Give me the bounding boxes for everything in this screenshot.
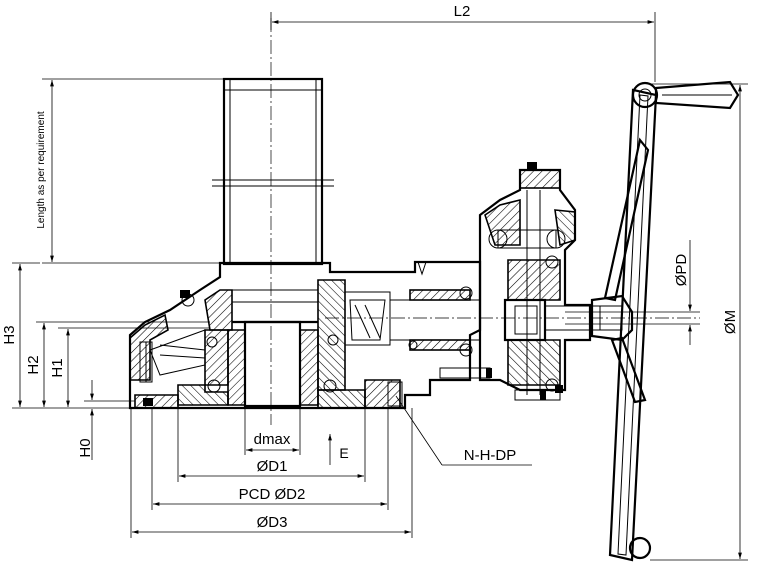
label-m: ØM xyxy=(722,310,739,334)
leader-flange: N-H-DP xyxy=(395,395,532,466)
label-d2: PCD ØD2 xyxy=(239,486,306,503)
label-d3: ØD3 xyxy=(257,514,288,531)
label-e: E xyxy=(339,445,348,461)
dimension-l2: L2 xyxy=(270,3,656,82)
label-h2: H2 xyxy=(25,355,42,374)
label-length-note: Length as per requirement xyxy=(36,111,47,229)
dimension-m: ØM xyxy=(650,83,748,561)
label-d1: ØD1 xyxy=(257,458,288,475)
dimension-heights: H3 H2 H1 H0 xyxy=(1,262,210,460)
label-h0: H0 xyxy=(77,438,94,457)
dimension-length: Length as per requirement xyxy=(36,78,225,264)
dimension-pd: ØPD xyxy=(673,240,692,345)
dimension-d3: ØD3 xyxy=(130,408,413,538)
dimension-d1: ØD1 xyxy=(177,408,366,482)
label-h3: H3 xyxy=(1,325,18,344)
dimension-dmax: dmax xyxy=(244,406,301,455)
label-pd: ØPD xyxy=(673,254,690,287)
label-l2: L2 xyxy=(454,3,471,20)
stem-tube xyxy=(212,77,334,266)
dimension-d2: PCD ØD2 xyxy=(151,408,389,510)
gear-housing xyxy=(128,260,492,410)
dimension-e: E xyxy=(328,434,349,465)
label-flange: N-H-DP xyxy=(464,447,517,464)
reduction-gear xyxy=(478,162,592,401)
label-dmax: dmax xyxy=(254,431,291,448)
handwheel xyxy=(603,80,740,562)
label-h1: H1 xyxy=(49,358,66,377)
